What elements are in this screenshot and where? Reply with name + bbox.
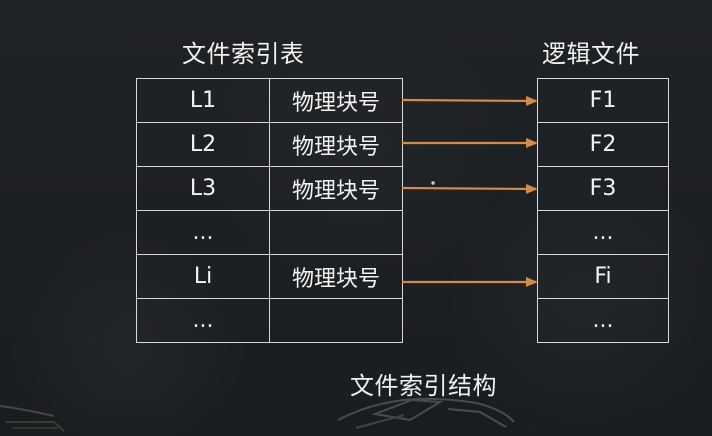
logical-file-block: F2	[537, 122, 669, 167]
table-row: ...	[136, 298, 403, 343]
index-table-title: 文件索引表	[182, 40, 305, 68]
mapping-arrow	[401, 95, 538, 106]
chalk-dot	[431, 181, 435, 185]
chalk-doodle-left	[0, 405, 65, 432]
logical-block-label: ...	[136, 210, 270, 255]
physical-block-number: 物理块号	[269, 254, 403, 299]
mapping-arrow	[401, 183, 538, 194]
table-row: ...	[136, 210, 403, 255]
table-row: L3 物理块号	[136, 166, 403, 211]
table-row: ...	[537, 210, 669, 255]
logical-file-block: ...	[537, 210, 669, 255]
logical-file-block: Fi	[537, 254, 669, 299]
physical-block-number: 物理块号	[269, 78, 403, 123]
table-row: ...	[537, 298, 669, 343]
logical-block-label: L1	[136, 78, 270, 123]
table-row: Fi	[537, 254, 669, 299]
logical-block-label: L2	[136, 122, 270, 167]
logical-file-title: 逻辑文件	[542, 40, 640, 68]
physical-block-number: 物理块号	[269, 166, 403, 211]
chalk-airplane-doodle	[337, 397, 515, 429]
logical-file-table: F1 F2 F3 ... Fi ...	[537, 78, 669, 343]
physical-block-number	[269, 210, 403, 255]
file-index-table: L1 物理块号 L2 物理块号 L3 物理块号 ... Li 物理块号 ...	[136, 78, 403, 343]
table-row: F2	[537, 122, 669, 167]
file-index-structure-caption: 文件索引结构	[350, 372, 497, 400]
logical-block-label: L3	[136, 166, 270, 211]
physical-block-number	[269, 298, 403, 343]
table-row: L1 物理块号	[136, 78, 403, 123]
table-row: Li 物理块号	[136, 254, 403, 299]
logical-file-block: ...	[537, 298, 669, 343]
